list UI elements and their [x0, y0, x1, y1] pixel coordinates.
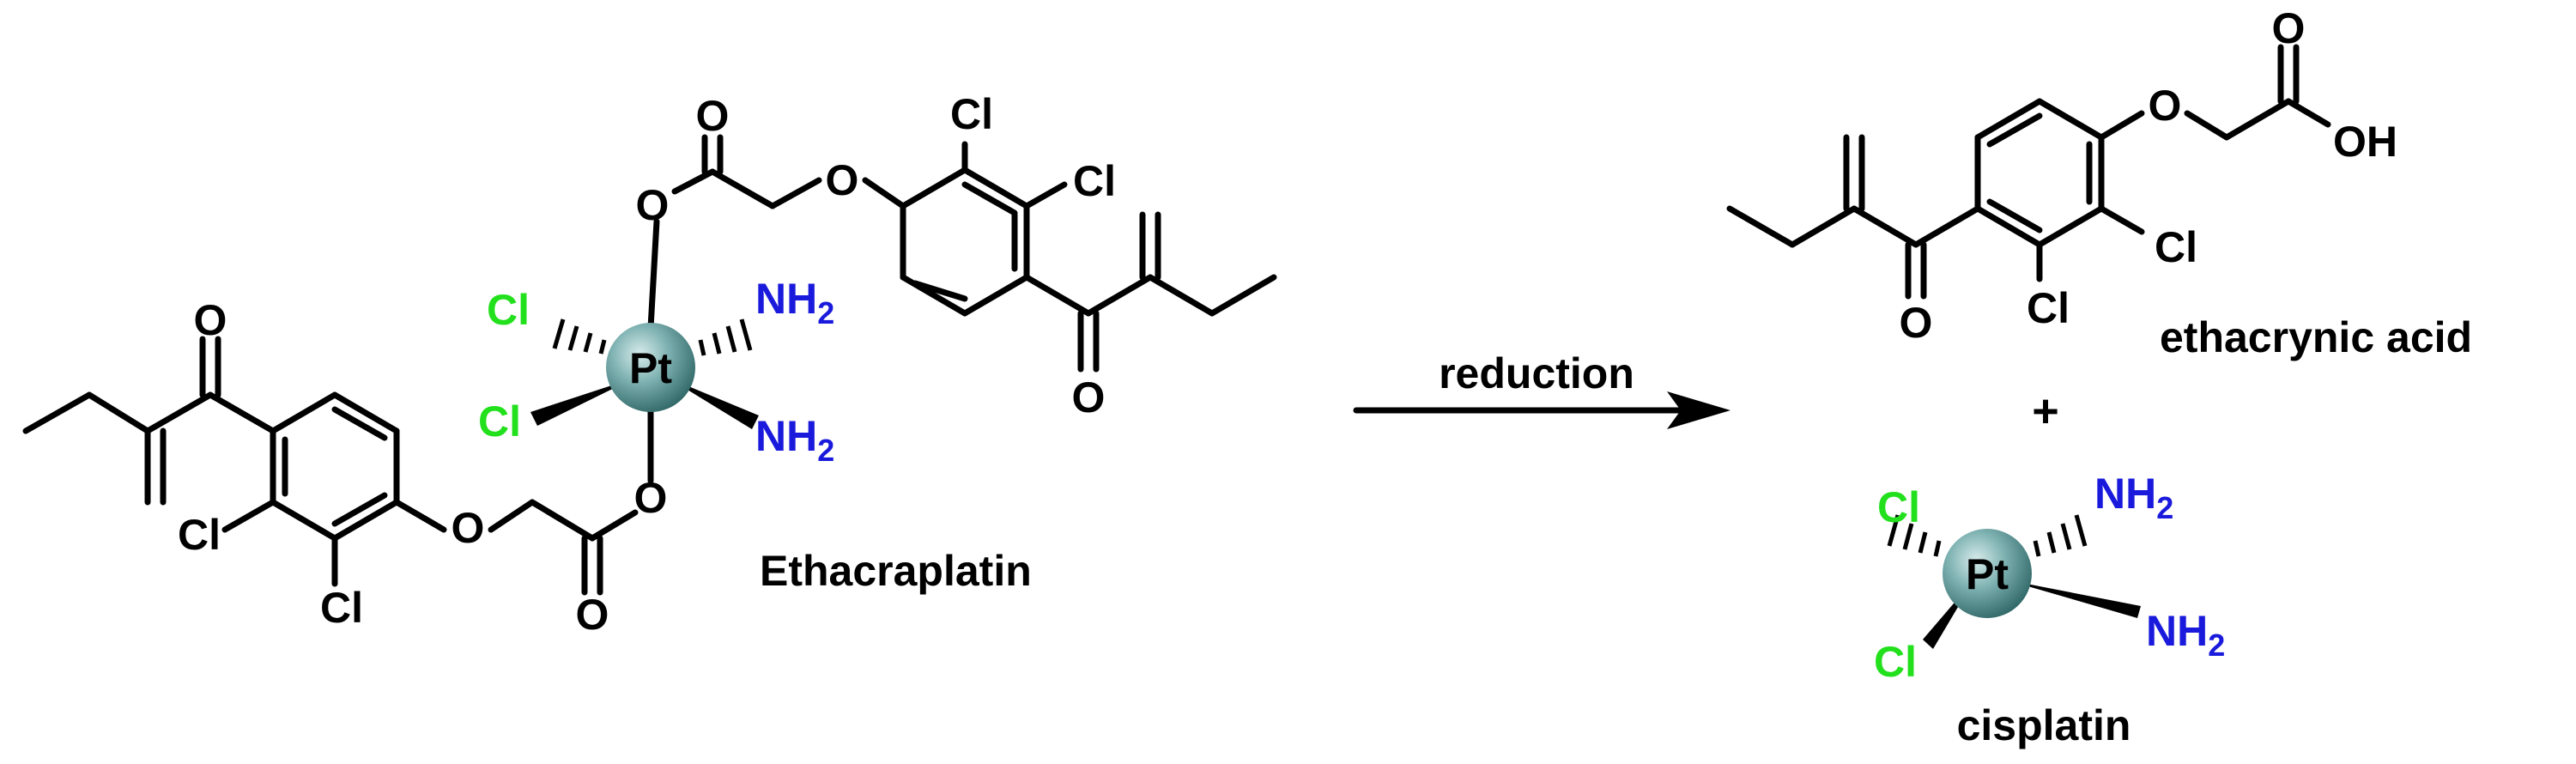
- amine-pt-lower: NH2: [755, 412, 834, 468]
- top-ligand-labels: O O O Cl Cl O: [636, 90, 1116, 421]
- platinum-sphere: [606, 323, 695, 412]
- arrow-head: [1667, 391, 1730, 429]
- amine-pt-upper: NH2: [755, 275, 834, 330]
- chlorine-pt-upper: Cl: [487, 286, 530, 334]
- pt-ligand-labels: Cl Cl NH2 NH2: [478, 275, 834, 468]
- chlorine-acid-a: Cl: [2027, 284, 2070, 332]
- cisplatin-chlorine-lower: Cl: [1874, 638, 1917, 686]
- cisplatin-chlorine-upper: Cl: [1877, 483, 1920, 531]
- oxygen-ether-acid: O: [2149, 82, 2182, 130]
- chlorine-pt-lower: Cl: [478, 397, 521, 446]
- hydroxyl-acid: OH: [2333, 118, 2397, 166]
- ethacraplatin-name: Ethacraplatin: [760, 547, 1032, 595]
- chlorine-top-b: Cl: [1073, 157, 1116, 205]
- left-ligand-labels: O Cl Cl O O O: [178, 296, 667, 639]
- oxygen-ketone-acid: O: [1900, 299, 1933, 347]
- ethacraplatin-structure: Pt O Cl Cl O O O O O O Cl Cl O Cl Cl NH2…: [22, 90, 1277, 639]
- top-ligand-bonds: [647, 134, 1277, 373]
- oxygen-carbonyl-left: O: [576, 591, 609, 639]
- plus-sign: +: [2032, 385, 2059, 437]
- cisplatin-name: cisplatin: [1957, 701, 2131, 749]
- chlorine-left-b: Cl: [320, 584, 363, 632]
- reduction-label: reduction: [1439, 349, 1634, 397]
- cisplatin-amine-lower: NH2: [2146, 607, 2225, 663]
- cisplatin-platinum-label: Pt: [1966, 550, 2009, 598]
- cisplatin-structure: Pt Cl Cl NH2 NH2 cisplatin: [1874, 470, 2225, 749]
- oxygen-ketone-top: O: [1072, 373, 1106, 421]
- oxygen-axial-top: O: [636, 181, 670, 229]
- oxygen-axial-bottom: O: [634, 474, 668, 522]
- ethacrynic-acid-structure: O Cl Cl O O OH ethacrynic acid: [1726, 4, 2472, 361]
- left-ligand-bonds: [22, 336, 654, 596]
- ethacrynic-acid-name: ethacrynic acid: [2160, 313, 2472, 361]
- chlorine-acid-b: Cl: [2155, 223, 2197, 271]
- chlorine-left-a: Cl: [178, 511, 221, 559]
- oxygen-carbonyl-top: O: [696, 92, 730, 140]
- platinum-label: Pt: [629, 344, 672, 392]
- cisplatin-platinum-sphere: [1943, 529, 2032, 618]
- oxygen-ether-top: O: [826, 156, 859, 204]
- chlorine-top-a: Cl: [950, 90, 993, 138]
- oxygen-ether-left: O: [452, 504, 485, 552]
- oxygen-carbonyl-acid: O: [2272, 4, 2306, 52]
- cisplatin-amine-upper: NH2: [2094, 470, 2173, 525]
- oxygen-ketone-left: O: [194, 296, 227, 344]
- reaction-arrow: reduction: [1353, 349, 1730, 429]
